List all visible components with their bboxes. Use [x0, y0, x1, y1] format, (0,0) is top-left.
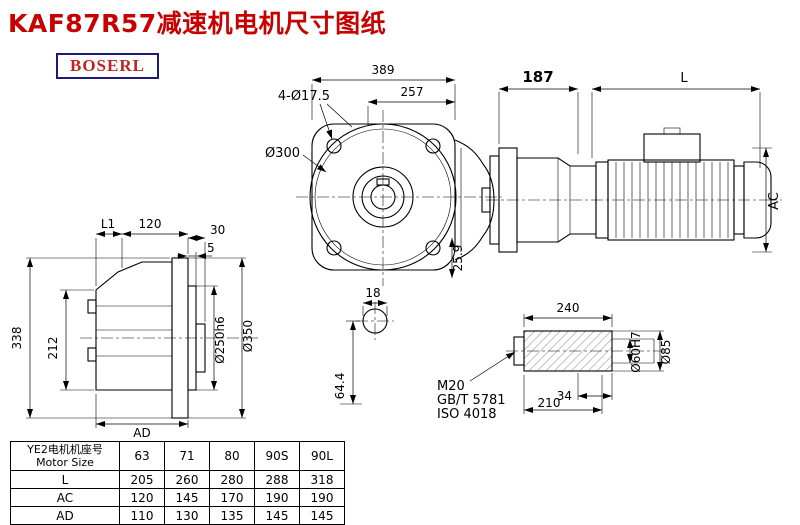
bolt-hole [425, 240, 441, 256]
dim-338-label: 338 [10, 327, 24, 350]
flange-circle [309, 123, 457, 271]
table-header-row: YE2电机机座号 Motor Size 63 71 80 90S 90L [10, 441, 345, 471]
dim-257-label: 257 [401, 85, 424, 99]
dim-34-label: 34 [557, 389, 572, 403]
cell: 205 [119, 470, 165, 489]
dim-ad-label: AD [133, 426, 150, 440]
table-header-motor-size: YE2电机机座号 Motor Size [10, 441, 120, 471]
size-column-header: 80 [209, 441, 255, 471]
cell: 190 [299, 488, 345, 507]
cell: 190 [254, 488, 300, 507]
size-column-header: 90S [254, 441, 300, 471]
cell: 145 [254, 506, 300, 525]
gearbox-body [95, 261, 173, 391]
cell: 120 [119, 488, 165, 507]
motor-fins [615, 162, 729, 238]
fan-cover [743, 161, 772, 239]
page-title: KAF87R57减速机电机尺寸图纸 [8, 9, 387, 38]
dim-5-label: 5 [207, 241, 215, 255]
cell: 280 [209, 470, 255, 489]
table-row-ad: AD 110 130 135 145 145 [10, 506, 345, 525]
shaft-detail: 240 34 210 Ø60H7 Ø85 M20 GB/T 5781 ISO 4… [437, 301, 673, 422]
dim-250h6-label: Ø250h6 [213, 316, 227, 364]
dim-bolt-holes-label: 4-Ø17.5 [278, 89, 330, 104]
dim-85-label: Ø85 [659, 340, 673, 365]
dim-120-label: 120 [139, 217, 162, 231]
front-view: 389 257 4-Ø17.5 Ø300 25.9 18 64.4 [265, 63, 502, 405]
size-column-header: 71 [164, 441, 210, 471]
size-column-header: 63 [119, 441, 165, 471]
terminal-box [643, 133, 701, 163]
dim-187-label: 187 [522, 68, 553, 86]
dim-64-4-label: 64.4 [333, 373, 347, 400]
cell: 260 [164, 470, 210, 489]
boserl-logo: BOSERL [56, 53, 159, 79]
dim-l-label: L [680, 71, 688, 86]
dim-18-label: 18 [365, 286, 380, 300]
cell: 110 [119, 506, 165, 525]
row-label: AD [10, 506, 120, 525]
dim-ac-label: AC [767, 192, 782, 210]
dim-389-label: 389 [372, 63, 395, 77]
header-cn: YE2电机机座号 [27, 442, 103, 456]
hatched-shaft [523, 330, 613, 372]
cell: 318 [299, 470, 345, 489]
dim-25-9-label: 25.9 [451, 245, 465, 272]
side-view: L1 120 30 5 338 212 AD Ø250h6 [10, 217, 258, 440]
table-row-l: L 205 260 280 288 318 [10, 470, 345, 489]
cell: 145 [164, 488, 210, 507]
cell: 170 [209, 488, 255, 507]
bolt-hole [425, 138, 441, 154]
bolt-hole [326, 138, 342, 154]
row-label: L [10, 470, 120, 489]
bolt-hole [326, 240, 342, 256]
cell: 135 [209, 506, 255, 525]
cell: 288 [254, 470, 300, 489]
row-label: AC [10, 488, 120, 507]
cell: 145 [299, 506, 345, 525]
header-en: Motor Size [36, 456, 94, 469]
motor-view: 187 L AC [481, 68, 782, 253]
table-row-ac: AC 120 145 170 190 190 [10, 488, 345, 507]
dim-240-label: 240 [557, 301, 580, 315]
standard-gb-label: GB/T 5781 [437, 393, 506, 408]
thread-label: M20 [437, 379, 465, 394]
standard-iso-label: ISO 4018 [437, 407, 497, 422]
dim-300-label: Ø300 [265, 146, 300, 161]
dim-l1-label: L1 [101, 217, 115, 231]
dim-60h7-label: Ø60H7 [629, 331, 643, 372]
dim-30-label: 30 [210, 223, 225, 237]
motor-size-table: YE2电机机座号 Motor Size 63 71 80 90S 90L L 2… [10, 441, 345, 525]
dim-212-label: 212 [46, 337, 60, 360]
dim-210-label: 210 [538, 396, 561, 410]
dim-350-label: Ø350 [241, 320, 255, 352]
cell: 130 [164, 506, 210, 525]
size-column-header: 90L [299, 441, 345, 471]
